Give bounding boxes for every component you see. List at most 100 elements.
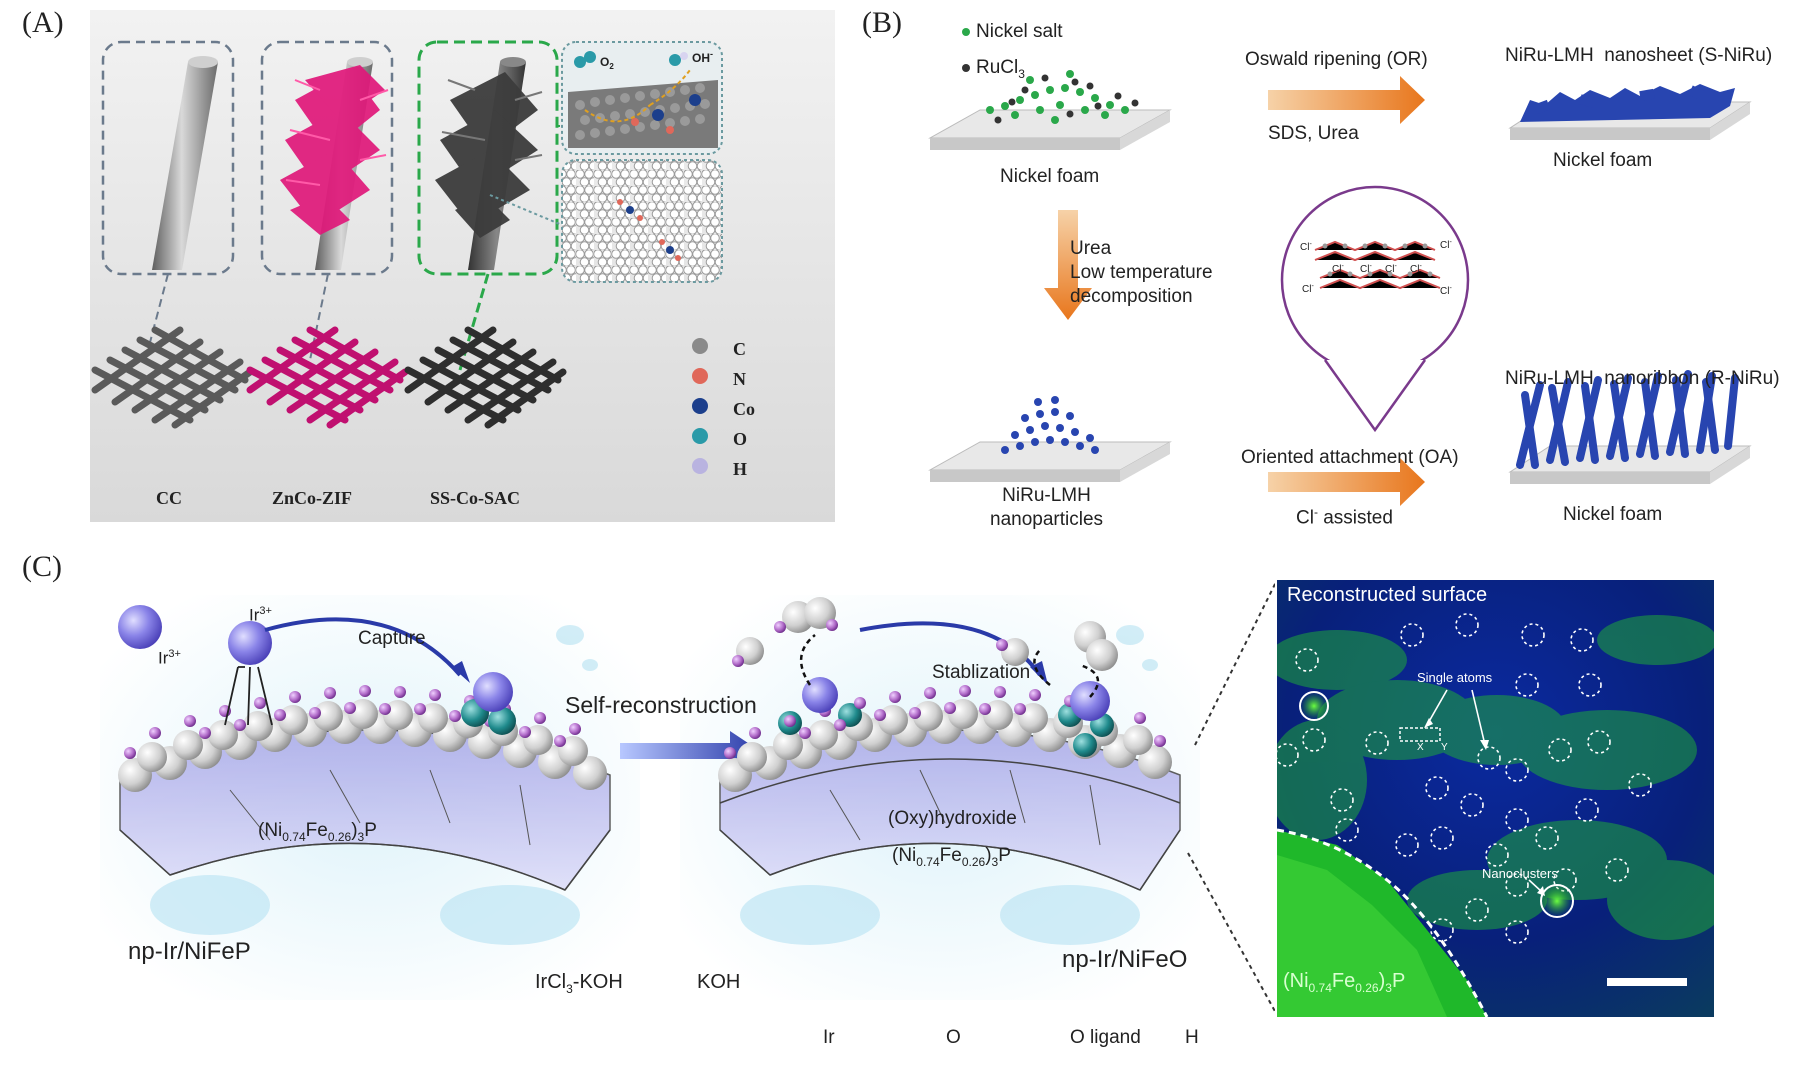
decomposition-arrow [1044,210,1092,320]
left-sample-name: np-Ir/NiFeP [128,938,251,965]
legend-c-dot [692,338,708,354]
legend-co-label: Co [733,399,755,419]
legend-h-label: H [733,459,748,479]
line-profile-box [1399,727,1441,742]
svg-text:Cl-: Cl- [1440,239,1452,251]
nanosheet-film [1520,84,1735,122]
cluster-highlight-1 [1299,691,1329,721]
micrograph: Reconstructed surface Single atoms Nanoc… [1277,580,1714,1017]
sac-rod [435,57,543,270]
ir-ion-label-far: Ir3+ [158,648,181,668]
nanosheet-title: NiRu-LMH nanosheet (S-NiRu) [1505,45,1773,66]
micro-x-label: X [1417,742,1424,753]
micrograph-image [1277,580,1714,1017]
nanoribbon-title: NiRu-LMH nanoribbon (R-NiRu) [1505,368,1780,389]
stabilization-arrow-head [1030,661,1048,685]
cc-connector [147,273,169,351]
zif-connector [309,273,329,361]
single-atom-markers [1277,613,1652,944]
inset-lattice [561,159,723,283]
panel-a: O2 OH- [90,10,835,522]
nanoclusters-label: Nanoclusters [1482,866,1558,881]
legend-n-label: N [733,369,746,389]
cc-mesh [91,326,254,429]
particle-pile-mixed [986,70,1139,124]
capture-arrow-head [452,661,470,683]
or-conditions: SDS, Urea [1268,123,1359,144]
legend-n-dot [692,368,708,384]
micro-y-label: Y [1441,742,1448,753]
panel-b-letter: (B) [862,6,902,39]
stabilization-label: Stablization [932,662,1031,683]
right-sample-name: np-Ir/NiFeO [1062,946,1188,973]
phase-boundary [1277,828,1489,1017]
legend-o-label: O [733,429,748,449]
legend-nickel-salt: Nickel salt [976,21,1063,42]
leaving-species-2 [996,621,1118,698]
svg-text:Cl-: Cl- [1302,283,1314,295]
oa-label: Oriented attachment (OA) [1241,447,1459,468]
nanoparticle-label: NiRu-LMH nanoparticles [990,485,1104,530]
micro-title: Reconstructed surface [1287,584,1488,606]
panel-b-illustration: Cl- Cl- Cl- Cl- Cl- Cl- Cl- Cl- [928,28,1752,506]
label-ss-co-sac: SS-Co-SAC [430,488,521,508]
leaving-species-1 [732,597,838,686]
ir-ion-label-capturing: Ir3+ [249,605,272,625]
water-bubbles [150,625,1158,945]
nanoribbon-substrate-label: Nickel foam [1563,504,1663,525]
legend-o-dot [692,428,708,444]
svg-text:Cl-: Cl- [1440,285,1452,297]
left-surface-atoms [118,672,607,792]
svg-text:Cl-: Cl- [1360,263,1372,275]
self-reconstruction-label: Self-reconstruction [565,692,757,718]
electrolyte-left: IrCl3-KOH [535,971,623,996]
label-cc: CC [156,488,182,508]
oa-conditions: Cl- assisted [1296,505,1393,529]
electrolyte-right: KOH [697,971,741,993]
inset-o2-label: O2 [600,55,614,71]
substrate-top-left [928,109,1172,150]
inset-connector-2 [489,194,563,226]
capture-arrow [264,617,462,677]
nanoribbon-substrate [1508,445,1752,484]
inset-oh-label: OH- [692,49,713,65]
sac-zoom-box [417,40,559,276]
micro-phase-label: (Ni0.74Fe0.26)3P [1283,970,1406,995]
nanosheet-substrate-label: Nickel foam [1553,150,1653,171]
cluster-highlight-2 [1540,884,1574,918]
scale-bar [1607,978,1687,986]
capture-lines [224,666,273,726]
svg-text:Cl-: Cl- [1410,263,1422,275]
legend-o-label: O [946,1027,961,1048]
or-label: Oswald ripening (OR) [1245,49,1428,70]
svg-text:Cl-: Cl- [1300,241,1312,253]
single-atoms-label: Single atoms [1417,670,1493,685]
legend-h-label: H [1185,1027,1199,1048]
left-phase-label: (Ni0.74Fe0.26)3P [258,820,377,844]
oxyhydroxide-label: (Oxy)hydroxide [888,808,1017,829]
single-atoms-pointer-1 [1426,689,1448,726]
nickel-salt-dot [962,28,970,36]
panel-c-letter: (C) [22,550,62,583]
label-znco-zif: ZnCo-ZIF [272,488,353,508]
zif-mesh [246,326,409,429]
substrate-top-label: Nickel foam [1000,166,1100,187]
single-atoms-pointer-2 [1471,689,1486,746]
legend-ir-label: Ir [823,1027,835,1048]
zoom-line-bottom [1187,852,1275,1014]
legend-o-ligand-label: O ligand [1070,1027,1141,1048]
right-surface-atoms [718,677,1172,792]
legend-c-label: C [733,339,746,359]
svg-text:Cl-: Cl- [1385,263,1397,275]
nanoribbon-film [1516,370,1739,469]
cc-rod [152,56,218,270]
nanoparticle-substrate [928,441,1172,482]
sac-mesh [404,326,567,429]
left-catalyst-slab [119,729,611,891]
rucl3-dot [962,64,970,72]
legend-h-dot [692,458,708,474]
inset-adsorption [561,41,723,155]
panel-c-illustration [100,581,1275,1014]
panel-a-letter: (A) [22,6,64,39]
nanoparticle-pile [1001,396,1099,454]
